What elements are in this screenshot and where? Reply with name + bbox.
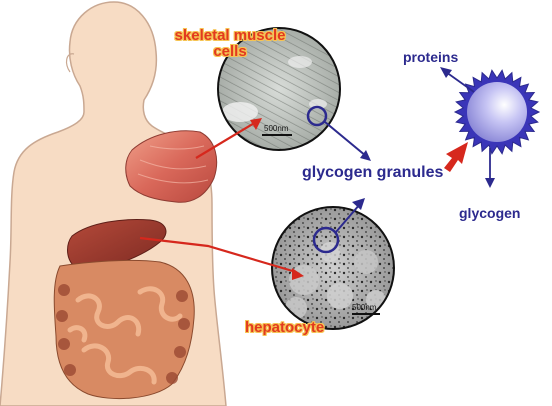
label-hepatocyte: hepatocyte xyxy=(245,319,325,336)
glycogen-granule xyxy=(453,69,541,155)
pectoral-muscle xyxy=(125,130,218,203)
liver-micrograph xyxy=(271,206,395,330)
colon-segments xyxy=(56,284,190,384)
intestine-loops xyxy=(67,286,183,385)
muscle-fibers xyxy=(137,145,209,184)
muscle-granule-highlight xyxy=(306,105,328,127)
liver-scale-label: 500nm xyxy=(352,303,377,312)
red-arrows xyxy=(139,118,304,280)
blue-arrows xyxy=(324,121,371,233)
granule-pointer-arrow xyxy=(444,142,468,172)
muscle-scale-label: 500nm xyxy=(264,124,289,133)
liver-granule-highlight xyxy=(312,226,340,254)
label-proteins: proteins xyxy=(403,49,459,65)
label-glycogen-granules: glycogen granules xyxy=(302,164,444,181)
granule-arrows xyxy=(440,67,495,188)
label-glycogen: glycogen xyxy=(459,205,521,221)
liver xyxy=(67,219,167,271)
label-skeletal-muscle-cells: skeletal muscle cells xyxy=(174,27,286,60)
ear xyxy=(65,53,75,73)
muscle-micrograph xyxy=(217,27,341,151)
